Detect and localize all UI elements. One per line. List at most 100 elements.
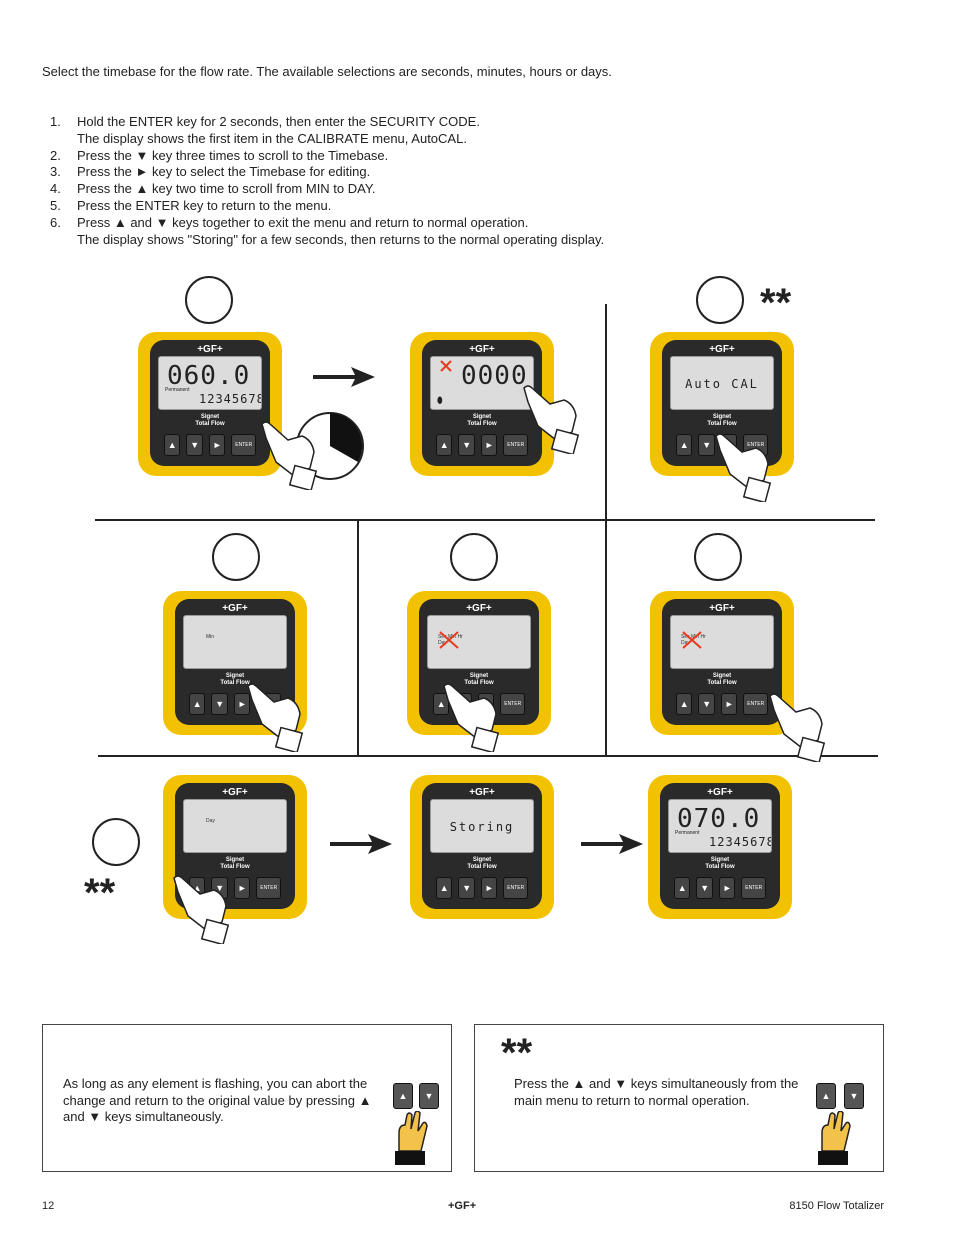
divider xyxy=(98,755,878,757)
brand-line: Total Flow xyxy=(467,864,497,870)
step-number: 2. xyxy=(50,147,61,163)
pointing-hand-icon xyxy=(247,683,304,752)
double-asterisk: ** xyxy=(501,1031,533,1075)
right-key[interactable]: ► xyxy=(233,877,251,899)
keypad: ▲▼►ENTER xyxy=(164,434,256,456)
right-key[interactable]: ► xyxy=(233,693,251,715)
step-circle xyxy=(450,533,498,581)
down-key[interactable]: ▼ xyxy=(698,434,715,456)
right-key[interactable]: ► xyxy=(480,877,498,899)
enter-key[interactable]: ENTER xyxy=(256,877,281,899)
step-item: 3. Press the ► key to select the Timebase… xyxy=(50,164,697,181)
lcd-value: 070.0 xyxy=(677,804,761,834)
step-text: Hold the ENTER key for 2 seconds, then e… xyxy=(77,114,697,148)
up-key[interactable]: ▲ xyxy=(674,877,691,899)
step-sub: The display shows "Storing" for a few se… xyxy=(77,231,605,247)
up-key[interactable]: ▲ xyxy=(433,693,450,715)
device-logo: +GF+ xyxy=(197,344,223,355)
brand-line: Total Flow xyxy=(705,864,735,870)
pointing-hand-icon xyxy=(715,433,772,502)
step-item: 5.Press the ENTER key to return to the m… xyxy=(50,198,697,215)
divider xyxy=(605,304,607,756)
hand-icon xyxy=(395,1111,428,1165)
keypad: ▲▼►ENTER xyxy=(436,434,528,456)
lcd-text: Min xyxy=(206,634,215,640)
keypad: ▲▼►ENTER xyxy=(189,877,281,899)
device-logo: +GF+ xyxy=(707,787,733,798)
right-key[interactable]: ► xyxy=(720,693,738,715)
up-key[interactable]: ▲ xyxy=(189,693,206,715)
key-down-icon: ▼ xyxy=(419,1083,439,1109)
down-key[interactable]: ▼ xyxy=(458,434,475,456)
lcd-display: Min xyxy=(183,615,287,669)
divider xyxy=(357,521,359,756)
flash-marker-icon xyxy=(440,360,452,372)
keypad: ▲▼►ENTER xyxy=(436,877,528,899)
right-key[interactable]: ► xyxy=(208,434,226,456)
lcd-display: Storing xyxy=(430,799,534,853)
brand-line: Signet xyxy=(472,414,492,420)
enter-key[interactable]: ENTER xyxy=(503,434,528,456)
down-key[interactable]: ▼ xyxy=(696,877,713,899)
right-key[interactable]: ► xyxy=(718,877,736,899)
down-key[interactable]: ▼ xyxy=(186,434,203,456)
lcd-text: Auto CAL xyxy=(685,377,759,391)
note-box-abort: As long as any element is flashing, you … xyxy=(42,1024,452,1172)
enter-key[interactable]: ENTER xyxy=(231,434,256,456)
down-key[interactable]: ▼ xyxy=(458,877,475,899)
divider xyxy=(95,519,875,521)
lcd-total: 12345678 xyxy=(199,392,262,406)
device-logo: +GF+ xyxy=(466,603,492,614)
lcd-text: Sec Min Hr Day xyxy=(681,634,706,646)
down-key[interactable]: ▼ xyxy=(698,693,715,715)
page-number: 12 xyxy=(42,1200,55,1212)
pointing-hand-icon xyxy=(443,683,500,752)
step-text: Press the ENTER key to return to the men… xyxy=(77,198,697,215)
keypad: ▲▼►ENTER xyxy=(674,877,766,899)
step-number: 3. xyxy=(50,164,61,180)
lcd-display: Auto CAL xyxy=(670,356,774,410)
enter-key[interactable]: ENTER xyxy=(503,877,528,899)
device-logo: +GF+ xyxy=(709,603,735,614)
device-logo: +GF+ xyxy=(469,344,495,355)
up-key[interactable]: ▲ xyxy=(436,434,453,456)
pointing-hand-icon xyxy=(769,693,826,762)
brand-line: Total Flow xyxy=(195,421,225,427)
enter-key[interactable]: ENTER xyxy=(500,693,525,715)
lcd-display: Sec Min Hr Day xyxy=(670,615,774,669)
brand-line: Signet xyxy=(710,857,730,863)
right-key[interactable]: ► xyxy=(480,434,498,456)
up-key[interactable]: ▲ xyxy=(676,434,693,456)
down-key[interactable]: ▼ xyxy=(211,693,228,715)
enter-key[interactable]: ENTER xyxy=(743,693,768,715)
step-circle xyxy=(92,818,140,866)
footer-product: 8150 Flow Totalizer xyxy=(789,1200,884,1212)
enter-key[interactable]: ENTER xyxy=(741,877,766,899)
brand-line: Signet xyxy=(225,673,245,679)
step-text: Press the ▼ key three times to scroll to… xyxy=(77,148,697,165)
brand-line: Total Flow xyxy=(220,864,250,870)
brand-line: Signet xyxy=(225,857,245,863)
up-key[interactable]: ▲ xyxy=(676,693,693,715)
step-sub: The display shows the first item in the … xyxy=(77,130,467,146)
up-key[interactable]: ▲ xyxy=(164,434,181,456)
step-circle xyxy=(694,533,742,581)
up-key[interactable]: ▲ xyxy=(436,877,453,899)
pointing-hand-icon xyxy=(261,421,318,490)
step-text: Press the ► key to select the Timebase f… xyxy=(77,164,697,181)
double-asterisk: ** xyxy=(84,871,116,915)
brand-line: Total Flow xyxy=(464,680,494,686)
note-text: Press the ▲ and ▼ keys simultaneously fr… xyxy=(514,1076,799,1108)
step-text: Press ▲ and ▼ keys together to exit the … xyxy=(77,215,697,249)
lcd-text: Storing xyxy=(449,820,515,834)
flash-marker-icon xyxy=(682,631,702,649)
step-circle xyxy=(185,276,233,324)
arrow-right-icon xyxy=(581,834,643,854)
